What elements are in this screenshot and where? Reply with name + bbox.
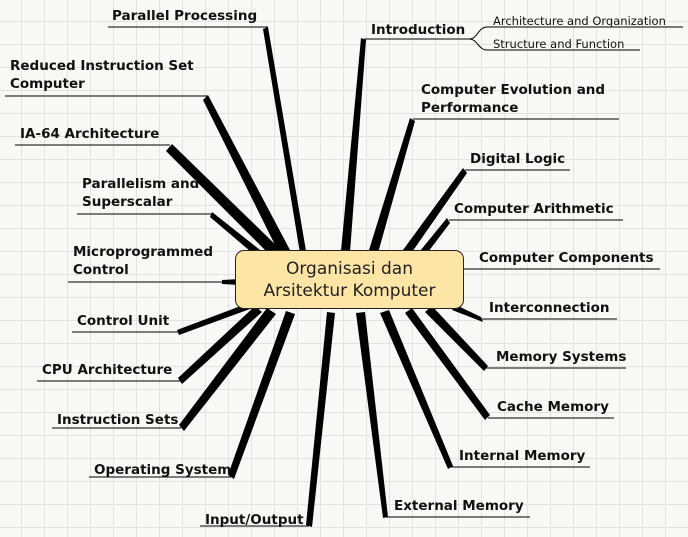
topic-computer-arithmetic[interactable]: Computer Arithmetic — [454, 201, 614, 217]
topic-ia64[interactable]: IA-64 Architecture — [20, 126, 160, 142]
branch-memory-systems — [425, 306, 488, 371]
branch-input-output — [306, 312, 335, 527]
branch-control-unit — [177, 304, 250, 335]
branch-parallel-processing — [263, 27, 306, 253]
branch-risc — [203, 95, 290, 255]
branch-cache-memory — [405, 308, 490, 420]
topic-instruction-sets[interactable]: Instruction Sets — [57, 412, 179, 428]
topic-parallelism-line1: Parallelism and — [82, 176, 200, 192]
topic-evolution-line2: Performance — [421, 100, 519, 116]
topic-risc[interactable]: Reduced Instruction Set Computer — [10, 57, 194, 93]
topic-microprogrammed-line2: Control — [73, 262, 129, 278]
topic-operating-system[interactable]: Operating System — [94, 462, 232, 478]
subtopic-connector — [468, 26, 683, 40]
central-topic-line1: Organisasi dan — [285, 258, 414, 279]
topic-interconnection[interactable]: Interconnection — [489, 300, 610, 316]
topic-digital-logic[interactable]: Digital Logic — [470, 151, 566, 167]
topic-internal-memory[interactable]: Internal Memory — [459, 448, 586, 464]
branch-computer-arithmetic — [420, 218, 450, 256]
central-topic-line2: Arsitektur Komputer — [263, 280, 436, 301]
topic-memory-systems[interactable]: Memory Systems — [496, 349, 627, 365]
branch-operating-system — [228, 311, 295, 479]
topic-cache-memory[interactable]: Cache Memory — [497, 399, 609, 415]
subtopic-architecture-and-organization[interactable]: Architecture and Organization — [493, 14, 666, 28]
topic-risc-line2: Computer — [10, 76, 85, 92]
subtopic-structure-and-function[interactable]: Structure and Function — [493, 37, 625, 51]
branch-cpu-architecture — [178, 306, 262, 384]
topic-evolution[interactable]: Computer Evolution and Performance — [421, 81, 605, 117]
topic-parallelism[interactable]: Parallelism and Superscalar — [82, 175, 199, 211]
branch-evolution — [369, 118, 415, 253]
branch-instruction-sets — [179, 308, 276, 431]
topic-parallel-processing[interactable]: Parallel Processing — [112, 8, 258, 24]
branch-internal-memory — [380, 310, 453, 469]
topic-control-unit[interactable]: Control Unit — [77, 313, 170, 329]
topic-parallelism-line2: Superscalar — [82, 194, 173, 210]
topic-computer-components[interactable]: Computer Components — [479, 250, 654, 266]
subtopic-connector — [468, 38, 640, 51]
topic-external-memory[interactable]: External Memory — [394, 498, 524, 514]
topic-introduction[interactable]: Introduction — [371, 22, 466, 38]
topic-microprogrammed-line1: Microprogrammed — [73, 244, 213, 260]
topic-input-output[interactable]: Input/Output — [205, 512, 304, 528]
topic-evolution-line1: Computer Evolution and — [421, 82, 606, 98]
topic-microprogrammed[interactable]: Microprogrammed Control — [73, 243, 213, 279]
branch-ia64 — [166, 144, 284, 260]
branch-interconnection — [452, 305, 483, 322]
branch-introduction — [341, 38, 366, 252]
topic-risc-line1: Reduced Instruction Set — [10, 58, 194, 74]
central-topic[interactable]: Organisasi dan Arsitektur Komputer — [235, 250, 464, 309]
branch-digital-logic — [403, 168, 467, 255]
branch-external-memory — [356, 312, 388, 518]
topic-cpu-architecture[interactable]: CPU Architecture — [42, 362, 173, 378]
